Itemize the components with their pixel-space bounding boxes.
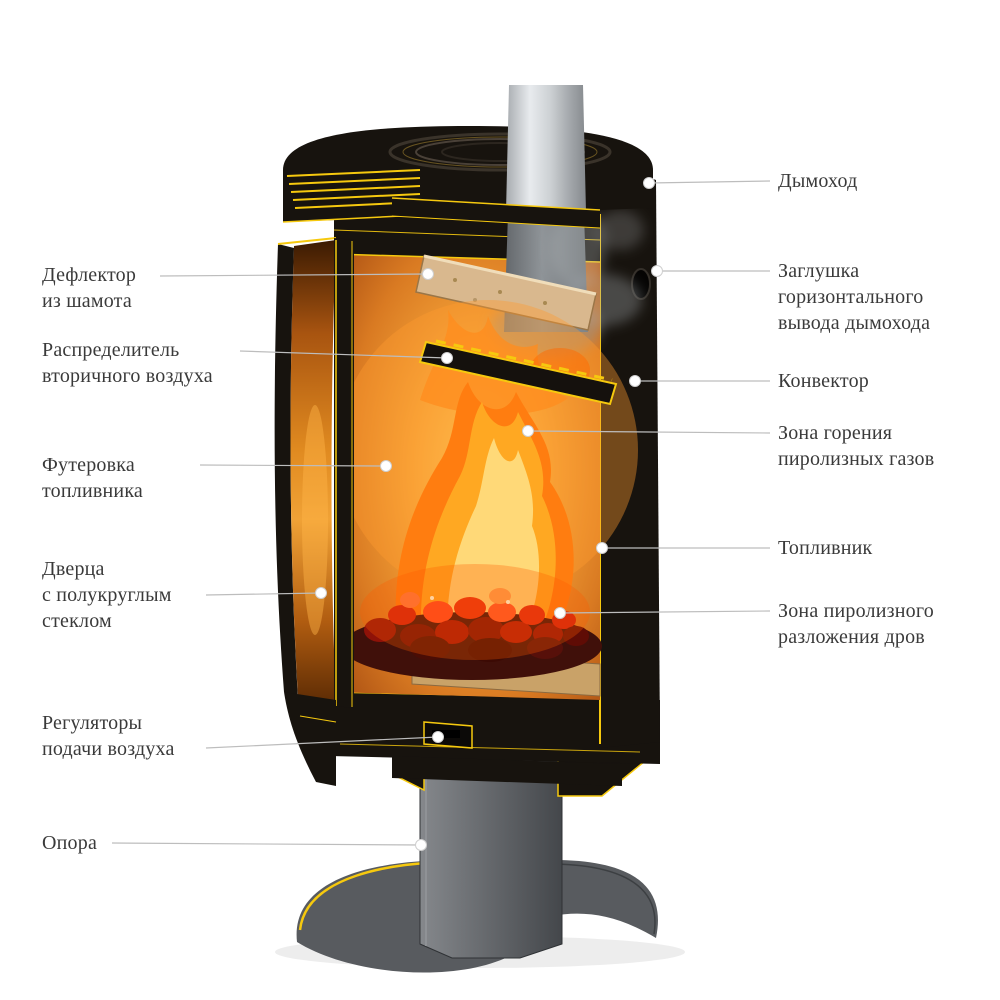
leader-line-air-distributor — [239, 350, 448, 359]
label-support: Опора — [42, 832, 98, 854]
label-door: Дверца с полукруглым стеклом — [42, 558, 172, 632]
leader-dot-door — [315, 587, 327, 599]
label-chimney-plug: Заглушка горизонтального вывода дымохода — [778, 260, 931, 334]
leader-dot-support — [415, 839, 427, 851]
leader-line-chimney — [648, 180, 771, 184]
leader-dot-pyrolysis-zone — [554, 607, 566, 619]
leader-line-door — [205, 592, 322, 596]
label-convector: Конвектор — [778, 370, 869, 392]
chamotte-deflector — [415, 254, 597, 331]
front-top-edge — [391, 197, 601, 229]
secondary-air-distributor — [418, 339, 618, 406]
label-air-distributor: Распределитель вторичного воздуха — [42, 339, 213, 387]
chimney-pipe — [506, 85, 586, 212]
flames — [395, 382, 574, 648]
stove-base — [329, 691, 660, 786]
leader-line-deflector — [159, 273, 429, 277]
leader-dot-air-distributor — [441, 352, 453, 364]
leader-dot-air-regulators — [432, 731, 444, 743]
leader-line-lining — [199, 464, 387, 467]
leader-dot-chimney-plug — [651, 265, 663, 277]
stacked-plates — [286, 169, 421, 209]
label-gas-burning-zone: Зона горения пиролизных газов — [778, 422, 935, 470]
label-firebox: Топливник — [778, 537, 873, 559]
leader-line-air-regulators — [205, 736, 439, 749]
label-air-regulators: Регуляторы подачи воздуха — [42, 712, 175, 760]
leader-line-gas-burning-zone — [527, 430, 771, 434]
leader-line-support — [111, 842, 422, 846]
label-chimney: Дымоход — [778, 170, 858, 192]
leader-dot-lining — [380, 460, 392, 472]
leader-dot-gas-burning-zone — [522, 425, 534, 437]
leader-dots — [315, 177, 663, 851]
door-glass — [274, 237, 354, 786]
label-lining: Футеровка топливника — [42, 454, 144, 502]
leader-lines — [111, 180, 771, 846]
label-pyrolysis-zone: Зона пиролизного разложения дров — [778, 600, 934, 648]
leader-dot-chimney — [643, 177, 655, 189]
label-deflector: Дефлектор из шамота — [42, 264, 137, 312]
leader-line-pyrolysis-zone — [559, 610, 771, 614]
coals — [342, 564, 602, 680]
leader-dot-convector — [629, 375, 641, 387]
leader-dot-firebox — [596, 542, 608, 554]
leader-dot-deflector — [422, 268, 434, 280]
